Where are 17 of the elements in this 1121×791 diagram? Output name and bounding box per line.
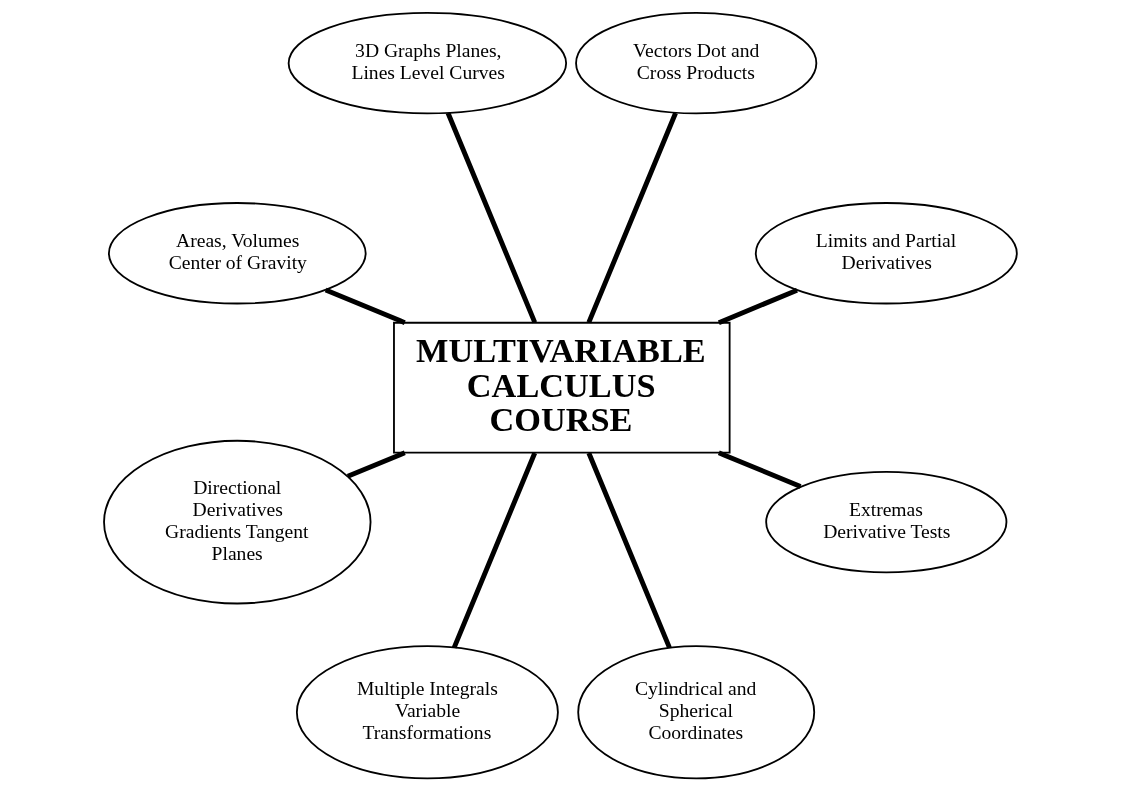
connector — [451, 452, 538, 649]
node-ellipse: Directional Derivatives Gradients Tangent Planes — [103, 439, 372, 605]
connector — [445, 112, 538, 324]
node-ellipse: Multiple Integrals Variable Transformations — [295, 645, 559, 780]
node-ellipse: Cylindrical and Spherical Coordinates — [577, 645, 816, 780]
connector — [346, 450, 406, 479]
node-ellipse: Limits and Partial Derivatives — [754, 202, 1018, 305]
node-box: MULTIVARIABLE CALCULUS COURSE — [393, 321, 731, 454]
connector — [324, 287, 406, 325]
node-ellipse: 3D Graphs Planes, Lines Level Curves — [287, 12, 568, 115]
node-ellipse: Extremas Derivative Tests — [765, 470, 1008, 574]
node-ellipse: Vectors Dot and Cross Products — [575, 12, 818, 115]
connector — [717, 450, 802, 489]
connector — [586, 452, 672, 649]
connector — [717, 288, 798, 325]
node-ellipse: Areas, Volumes Center of Gravity — [108, 202, 367, 305]
connector — [586, 112, 678, 324]
